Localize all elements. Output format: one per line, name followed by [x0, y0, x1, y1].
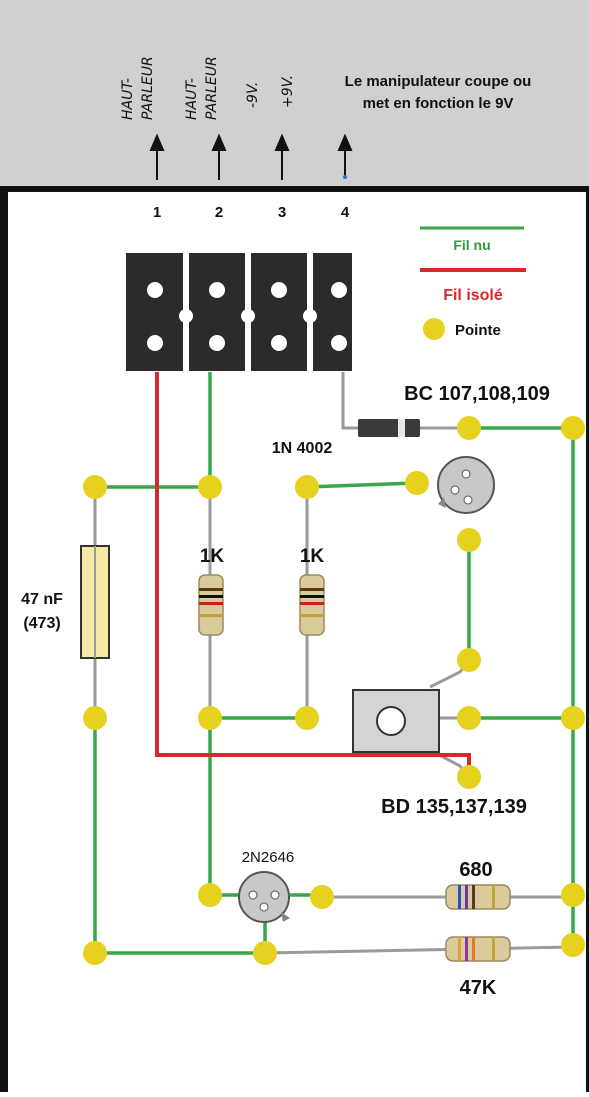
board-right-edge	[586, 192, 589, 1092]
pin-arrows	[149, 133, 353, 180]
pin4-label: +9V.	[280, 75, 296, 108]
resistor-1k-b	[299, 574, 325, 636]
point	[561, 416, 585, 440]
pin2-label-line2: PARLEUR	[204, 56, 220, 120]
ujt-2n2646	[238, 871, 290, 923]
transistor-bd135	[352, 689, 440, 753]
pin2-number: 2	[215, 204, 223, 221]
point	[295, 706, 319, 730]
board-left-edge	[0, 192, 8, 1092]
resistor-680	[445, 884, 511, 910]
point	[253, 941, 277, 965]
pin4-blue-dot	[343, 175, 347, 179]
solder-points	[83, 416, 585, 965]
point	[405, 471, 429, 495]
diode-1n4002	[358, 419, 420, 437]
pin3-number: 3	[278, 204, 286, 221]
header-divider	[0, 186, 589, 192]
pin2-label: HAUT- PARLEUR	[184, 56, 220, 120]
label-2n2646: 2N2646	[242, 849, 295, 866]
point	[457, 648, 481, 672]
switch-note-line2: met en fonction le 9V	[363, 95, 514, 112]
label-resistor-1k-b: 1K	[300, 546, 325, 567]
pin1-label: HAUT- PARLEUR	[120, 56, 156, 120]
label-bc107: BC 107,108,109	[404, 383, 550, 405]
pin2-label-line1: HAUT-	[184, 78, 200, 120]
point	[457, 416, 481, 440]
point	[457, 528, 481, 552]
label-capacitor-line2: (473)	[23, 615, 60, 632]
point	[561, 933, 585, 957]
point	[198, 883, 222, 907]
point	[198, 475, 222, 499]
connector-block	[126, 250, 352, 374]
label-resistor-47k: 47K	[460, 977, 497, 999]
point	[83, 941, 107, 965]
transistor-bc107	[437, 456, 495, 514]
point	[457, 706, 481, 730]
label-capacitor-line1: 47 nF	[21, 591, 63, 608]
label-bd135: BD 135,137,139	[381, 796, 527, 818]
resistor-47k	[445, 936, 511, 962]
point	[198, 706, 222, 730]
pin4-number: 4	[341, 204, 350, 221]
header-band	[0, 0, 589, 188]
legend-bare-wire-label: Fil nu	[453, 237, 490, 253]
point	[561, 706, 585, 730]
label-1n4002: 1N 4002	[272, 440, 333, 457]
legend-insulated-wire-label: Fil isolé	[443, 287, 503, 304]
pin1-label-line1: HAUT-	[120, 78, 136, 120]
bare-wires	[93, 372, 575, 955]
resistor-1k-a	[198, 574, 224, 636]
component-leads	[93, 372, 574, 955]
pin1-label-line2: PARLEUR	[140, 56, 156, 120]
legend-point-label: Pointe	[455, 322, 501, 339]
capacitor-47nf	[80, 545, 110, 659]
point	[295, 475, 319, 499]
point	[83, 475, 107, 499]
pin1-number: 1	[153, 204, 161, 221]
point	[457, 765, 481, 789]
point	[310, 885, 334, 909]
point	[83, 706, 107, 730]
label-resistor-1k-a: 1K	[200, 546, 225, 567]
switch-note-line1: Le manipulateur coupe ou	[345, 73, 532, 90]
legend-point-icon	[423, 318, 445, 340]
point	[561, 883, 585, 907]
pin3-label: -9V.	[245, 82, 261, 108]
legend: Fil nu Fil isolé Pointe	[420, 226, 526, 340]
label-resistor-680: 680	[459, 859, 492, 881]
